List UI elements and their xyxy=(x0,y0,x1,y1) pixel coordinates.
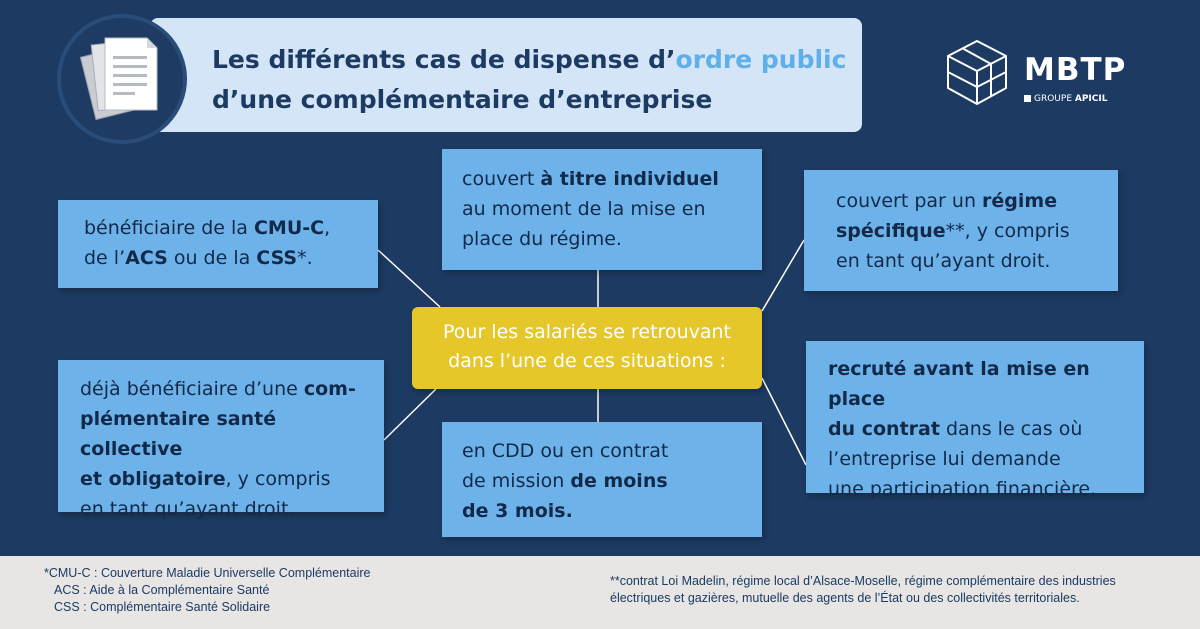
logo-group-name: APICIL xyxy=(1074,94,1108,104)
title-line-1: Les différents cas de dispense d’ordre p… xyxy=(212,40,846,80)
cube-logo-icon xyxy=(947,39,1007,106)
footnote-specific-regimes: **contrat Loi Madelin, régime local d’Al… xyxy=(610,573,1116,607)
footnotes: *CMU-C : Couverture Maladie Universelle … xyxy=(0,556,1200,629)
mbtp-logo: MBTP GROUPE APICIL xyxy=(942,38,1142,108)
logo-group-prefix: GROUPE xyxy=(1034,94,1075,104)
square-icon xyxy=(1024,95,1031,102)
central-line-1: Pour les salariés se retrouvant xyxy=(443,321,731,343)
title-line-2: d’une complémentaire d’entreprise xyxy=(212,85,713,114)
footnote-line-1: **contrat Loi Madelin, régime local d’Al… xyxy=(610,574,1116,588)
title-accent: ordre public xyxy=(675,45,847,74)
case-collective-cover: déjà bénéficiaire d’une com- plémentaire… xyxy=(58,360,384,520)
footnote-acronyms: *CMU-C : Couverture Maladie Universelle … xyxy=(44,565,371,616)
footnote-css: CSS : Complémentaire Santé Solidaire xyxy=(54,600,271,614)
title-banner: Les différents cas de dispense d’ordre p… xyxy=(150,18,862,132)
case-cdd-mission: en CDD ou en contrat de mission de moins… xyxy=(442,422,762,537)
case-individual-cover: couvert à titre individuel au moment de … xyxy=(442,149,762,270)
title-text: Les différents cas de dispense d’ xyxy=(212,45,676,74)
footnote-line-2: électriques et gazières, mutuelle des ag… xyxy=(610,591,1080,605)
logo-group: GROUPE APICIL xyxy=(1024,94,1107,104)
case-specific-regime: couvert par un régime spécifique**, y co… xyxy=(804,170,1118,291)
footnote-cmu: *CMU-C : Couverture Maladie Universelle … xyxy=(44,566,371,580)
footnote-acs: ACS : Aide à la Complémentaire Santé xyxy=(54,583,270,597)
case-cmu-acs-css: bénéficiaire de la CMU-C, de l’ACS ou de… xyxy=(58,200,378,288)
central-line-2: dans l’une de ces situations : xyxy=(448,350,726,372)
central-statement: Pour les salariés se retrouvant dans l’u… xyxy=(412,307,762,389)
case-recruited-before: recruté avant la mise en place du contra… xyxy=(806,341,1144,500)
logo-name: MBTP xyxy=(1024,52,1127,88)
documents-icon xyxy=(57,14,187,144)
